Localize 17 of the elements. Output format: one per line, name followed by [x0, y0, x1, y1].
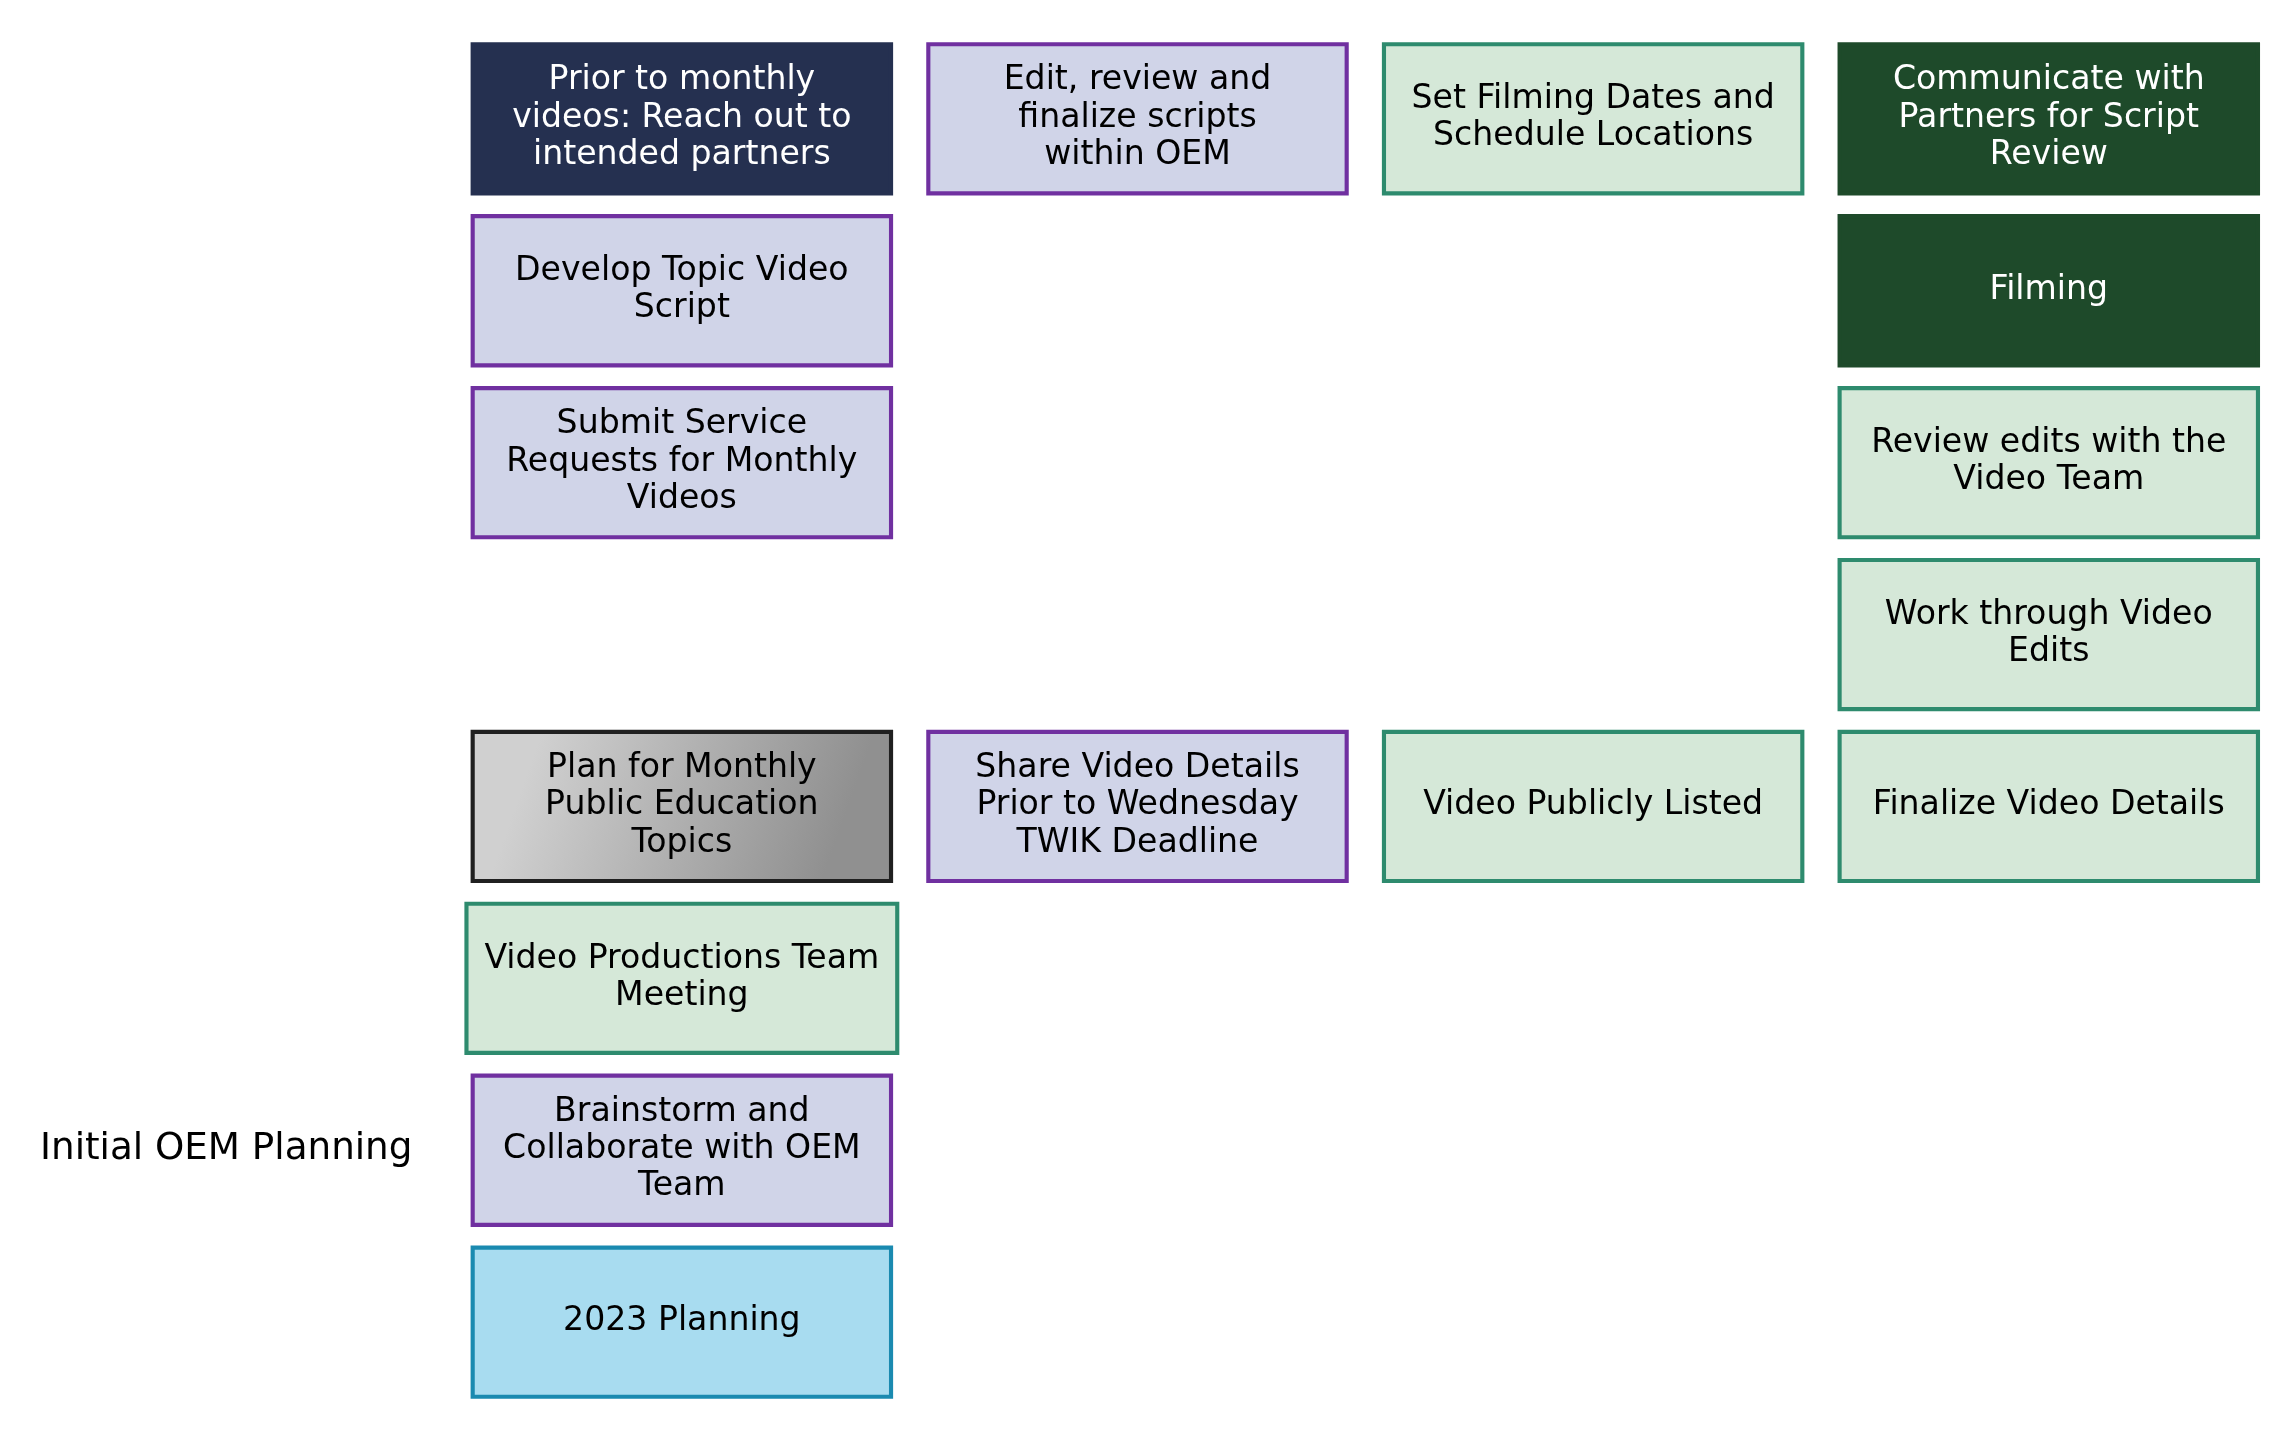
node-box: Filming: [1837, 213, 2261, 367]
node-box: Communicate with Partners for Script Review: [1837, 41, 2261, 195]
node-box: Share Video Details Prior to Wednesday TWIK Deadline: [926, 729, 1349, 883]
node-box: Review edits with the Video Team: [1837, 385, 2261, 539]
node-box: Brainstorm and Collaborate with OEM Team: [470, 1073, 894, 1227]
label: Initial OEM Planning: [40, 1123, 413, 1168]
node-box: Work through Video Edits: [1837, 557, 2261, 711]
node-box: Video Publicly Listed: [1381, 729, 1805, 883]
node-box: Develop Topic Video Script: [470, 213, 894, 367]
node-box: Set Filming Dates and Schedule Locations: [1381, 41, 1805, 195]
node-box: Plan for Monthly Public Education Topics: [470, 729, 894, 883]
node-box: Finalize Video Details: [1837, 729, 2261, 883]
node-box: Video Productions Team Meeting: [464, 901, 900, 1055]
node-box: 2023 Planning: [470, 1245, 894, 1399]
node-box: Submit Service Requests for Monthly Videos: [470, 385, 894, 539]
node-box: Prior to monthly videos: Reach out to intended partners: [470, 41, 894, 195]
node-box: Edit, review and finalize scripts within OEM: [926, 41, 1349, 195]
